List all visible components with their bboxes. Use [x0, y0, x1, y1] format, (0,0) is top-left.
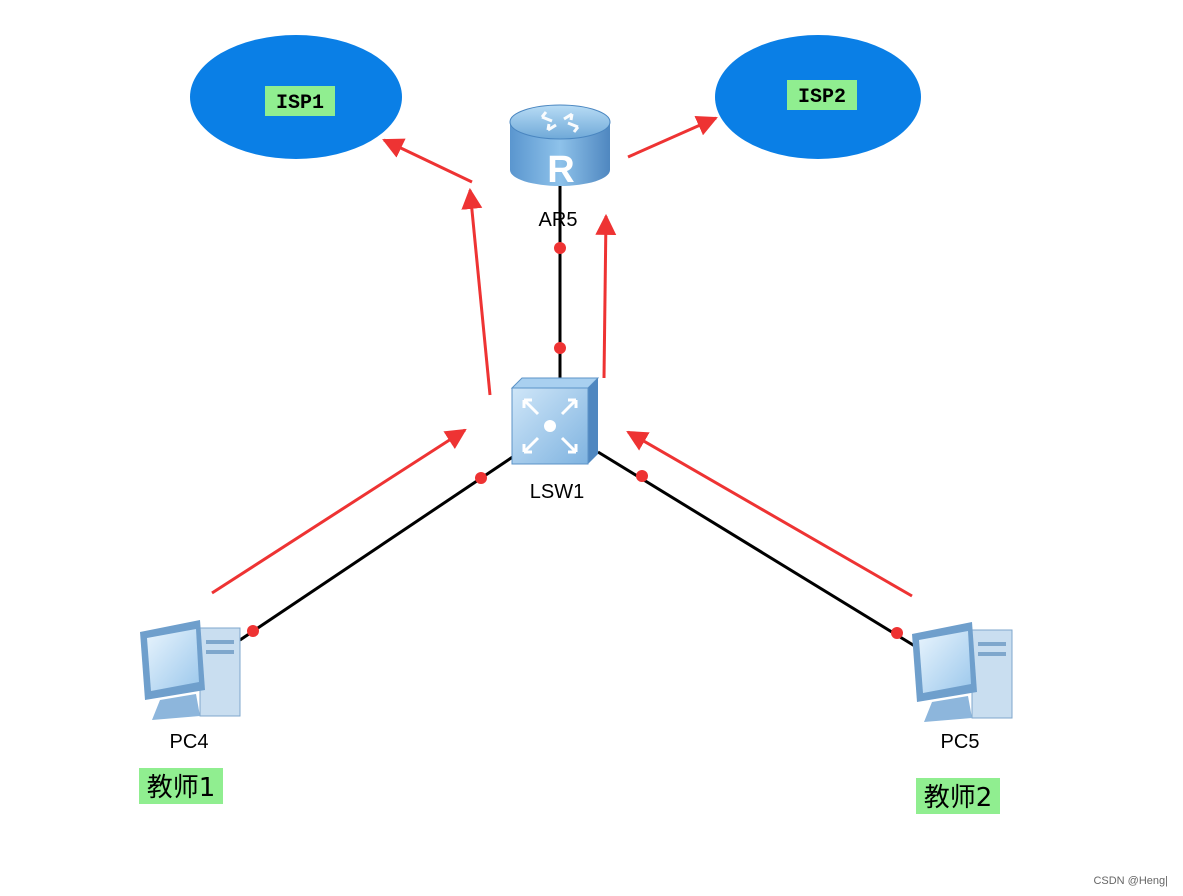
isp2-label: ISP2 — [798, 86, 846, 109]
link-switch-pc4 — [239, 450, 521, 642]
watermark: CSDN @Heng| — [1093, 875, 1168, 887]
switch-lsw1[interactable]: LSW1 — [510, 377, 600, 503]
router-icon: R — [509, 104, 611, 191]
port-dot — [636, 470, 648, 482]
pc4-node[interactable]: PC4 教师1 — [139, 620, 241, 804]
arrow-switch-to-router — [595, 213, 617, 379]
traffic-arrows — [211, 116, 913, 598]
pc-icon — [140, 620, 241, 720]
port-dots — [247, 242, 903, 639]
port-dot — [475, 472, 487, 484]
arrow-switch-to-isp1-b — [382, 138, 473, 184]
switch-label: LSW1 — [530, 481, 584, 503]
isp1-label: ISP1 — [276, 92, 324, 115]
pc4-tag-bg — [139, 768, 223, 804]
pc4-label: PC4 — [170, 731, 209, 753]
link-switch-pc5 — [597, 450, 919, 650]
arrow-router-to-isp2 — [627, 116, 718, 159]
arrow-pc4-to-switch — [211, 428, 467, 595]
switch-icon — [510, 377, 600, 465]
svg-text:R: R — [547, 149, 574, 191]
pc5-tag: 教师2 — [924, 783, 993, 813]
port-dot — [891, 627, 903, 639]
arrow-pc5-to-switch — [626, 430, 913, 598]
isp1-label-bg — [265, 86, 335, 116]
arrow-switch-to-isp1-a — [461, 187, 492, 396]
pc-icon — [912, 622, 1013, 722]
isp2-label-bg — [787, 80, 857, 110]
port-dot — [554, 242, 566, 254]
pc4-tag: 教师1 — [147, 773, 216, 803]
port-dot — [554, 342, 566, 354]
router-ar5[interactable]: R AR5 — [509, 104, 611, 231]
isp2-cloud[interactable]: ISP2 — [715, 35, 921, 159]
pc5-node[interactable]: PC5 教师2 — [912, 622, 1013, 814]
pc5-tag-bg — [916, 778, 1000, 814]
pc5-label: PC5 — [941, 731, 980, 753]
router-label: AR5 — [539, 209, 578, 231]
port-dot — [247, 625, 259, 637]
isp1-cloud[interactable]: ISP1 — [190, 35, 402, 159]
